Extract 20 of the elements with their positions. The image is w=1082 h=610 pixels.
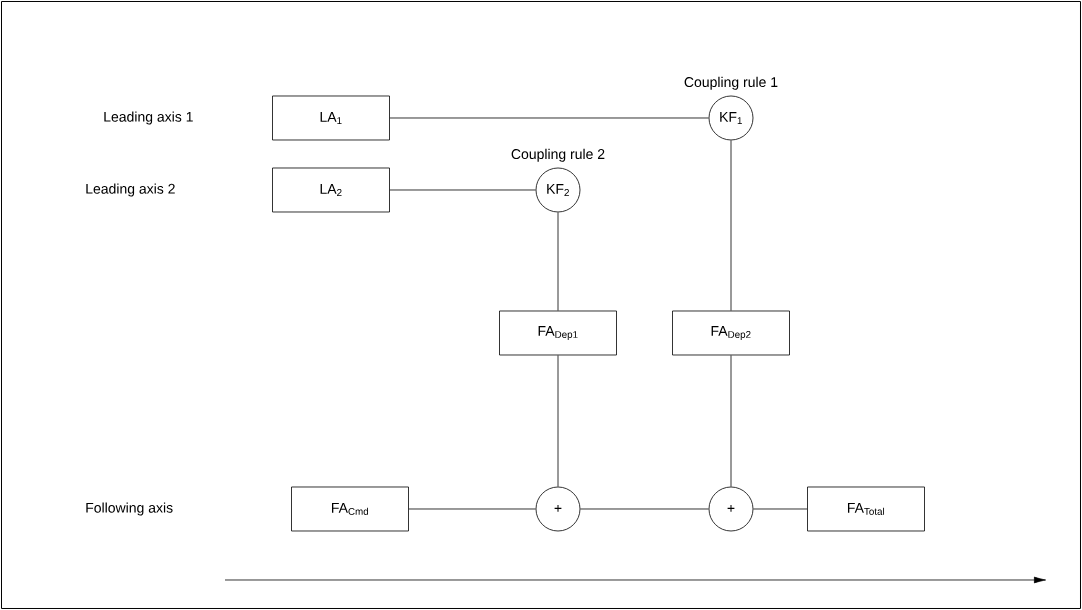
axis-label: Leading axis 1: [104, 111, 193, 125]
connector-line: [753, 508, 808, 510]
connector-line: [389, 189, 536, 191]
axis-box: LA$_{2}$: [272, 167, 390, 213]
rule-label: Coupling rule 1: [684, 76, 778, 90]
axis-box: LA$_{1}$: [272, 95, 390, 141]
connector-line: [730, 140, 732, 311]
connector-line: [730, 355, 732, 487]
axis-box: FA$_{Cmd}$: [291, 486, 409, 532]
connector-line: [580, 508, 709, 510]
axis-label: Leading axis 2: [86, 183, 175, 197]
connector-line: [557, 355, 559, 487]
axis-box: FA$_{Total}$: [807, 486, 925, 532]
connector-line: [557, 212, 559, 311]
rule-label: Coupling rule 2: [511, 148, 605, 162]
axis-box: FA$_{Dep1}$: [499, 310, 617, 356]
connector-line: [408, 508, 536, 510]
axis-label: Following axis: [86, 502, 173, 516]
axis-box: FA$_{Dep2}$: [672, 310, 790, 356]
connector-line: [389, 117, 709, 119]
